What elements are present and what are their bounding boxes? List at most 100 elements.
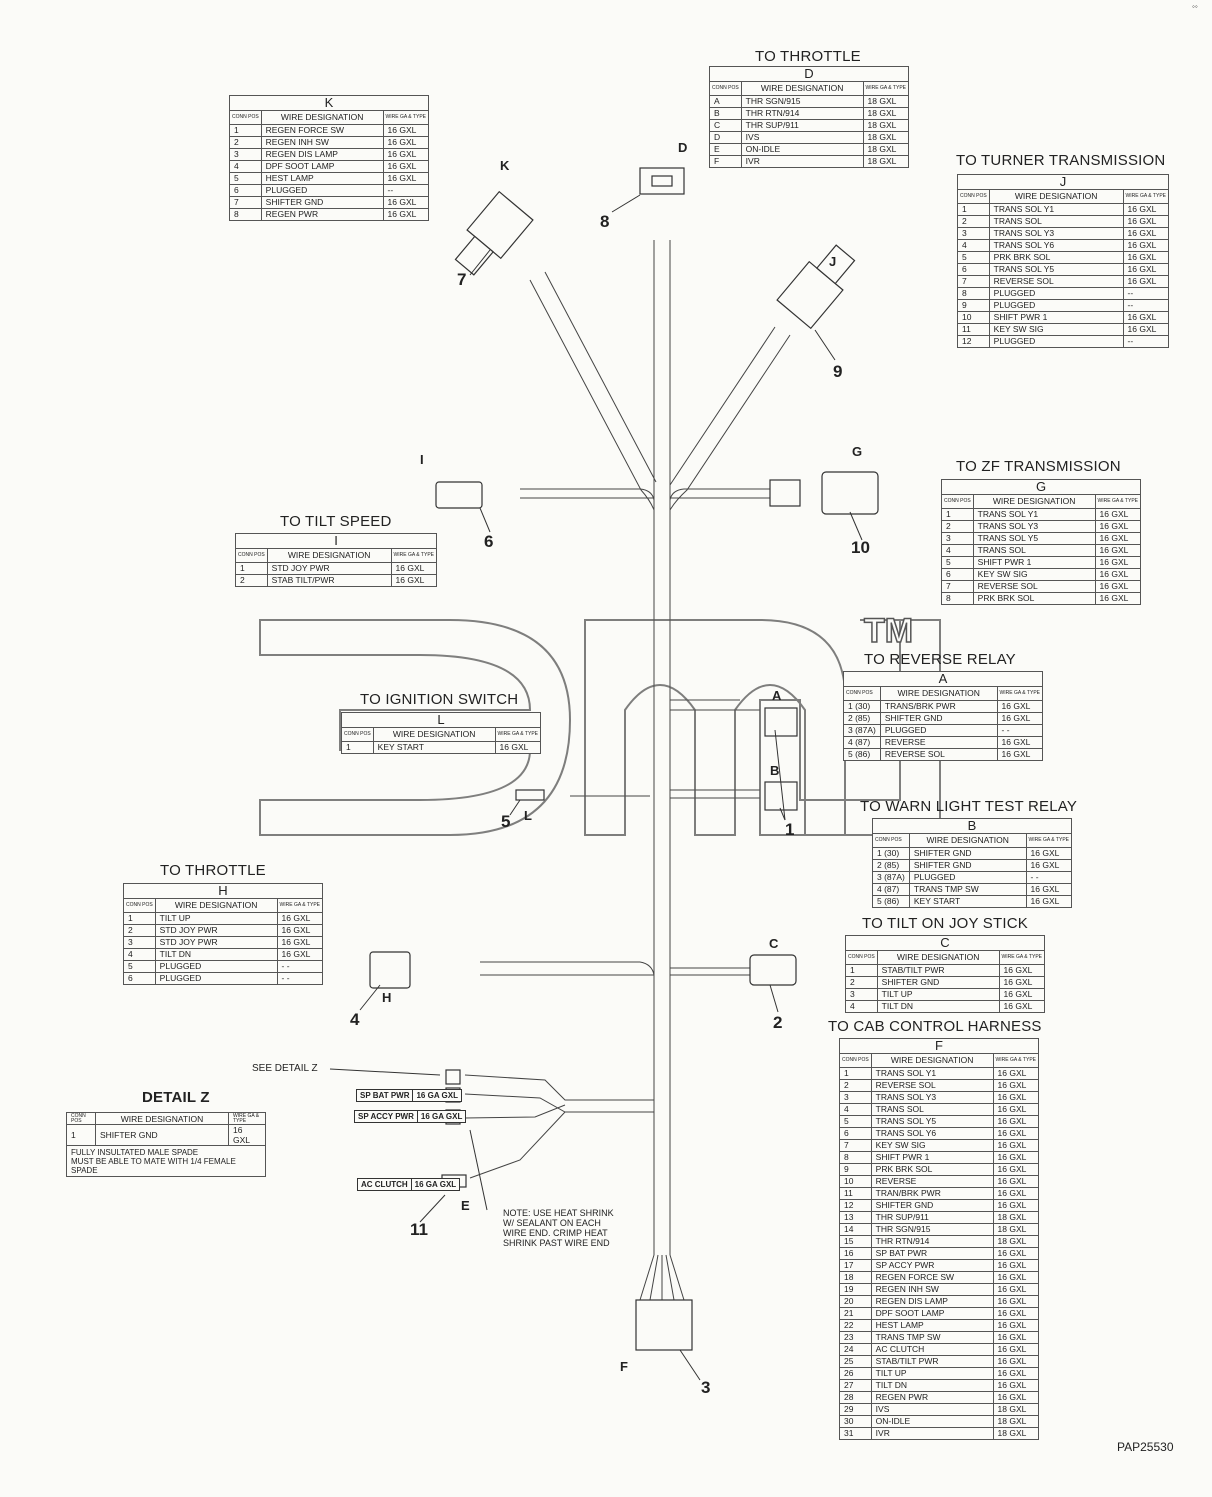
cell-pos: 4 xyxy=(941,544,974,557)
cell-wire: TRANS SOL xyxy=(972,544,1096,557)
cell-wire: ON-IDLE xyxy=(870,1415,994,1428)
cell-wire: SHIFTER GND xyxy=(260,196,384,209)
cell-pos: 8 xyxy=(839,1151,872,1164)
cell-wire: PLUGGED xyxy=(879,724,998,737)
cell-ga: 16 GXL xyxy=(992,1343,1040,1356)
cell-pos: 24 xyxy=(839,1343,872,1356)
conn-letter-b: B xyxy=(770,763,780,778)
table-letter: I xyxy=(235,533,437,549)
cell-wire: STAB/TILT PWR xyxy=(876,964,1000,977)
cell-wire: THR RTN/914 xyxy=(870,1235,994,1248)
cell-ga: - - xyxy=(1025,871,1073,884)
cell-pos: 6 xyxy=(957,263,990,276)
header-wire-designation: WIRE DESIGNATION xyxy=(972,494,1096,509)
connector-f xyxy=(635,1299,693,1351)
cell-pos: 23 xyxy=(839,1331,872,1344)
cell-pos: 3 xyxy=(941,532,974,545)
cell-pos: 1 xyxy=(941,508,974,521)
cell-ga: 16 GXL xyxy=(1122,215,1170,228)
cell-pos: 3 xyxy=(839,1091,872,1104)
cell-ga: 16 GXL xyxy=(1094,580,1142,593)
cell-ga: 16 GXL xyxy=(1122,203,1170,216)
cell-pos: 7 xyxy=(839,1139,872,1152)
callout-8: 8 xyxy=(600,212,610,231)
cell-ga: 16 GXL xyxy=(276,948,324,961)
table-title-j: TO TURNER TRANSMISSION xyxy=(956,152,1166,169)
cell-pos: B xyxy=(709,107,742,120)
cell-ga: 16 GXL xyxy=(992,1151,1040,1164)
cell-pos: 5 (86) xyxy=(872,895,910,908)
header-wire-ga: WIRE GA & TYPE xyxy=(992,1053,1040,1068)
cell-wire: SHIFT PWR 1 xyxy=(988,311,1124,324)
cell-ga: 16 GXL xyxy=(992,1091,1040,1104)
cell-ga: 16 GXL xyxy=(998,976,1046,989)
cell-pos: 1 xyxy=(235,562,268,575)
cell-pos: 2 xyxy=(957,215,990,228)
cell-wire: IVR xyxy=(870,1427,994,1440)
header-wire-ga: WIRE GA & TYPE xyxy=(996,686,1044,701)
cell-ga: - - xyxy=(996,724,1044,737)
cell-wire: REVERSE SOL xyxy=(988,275,1124,288)
header-wire-ga: WIRE GA & TYPE xyxy=(382,110,430,125)
cell-pos: 10 xyxy=(957,311,990,324)
table-letter: B xyxy=(872,818,1072,834)
cell-ga: 16 GXL xyxy=(276,936,324,949)
cell-ga: 16 GXL xyxy=(996,736,1044,749)
cell-wire: REVERSE SOL xyxy=(972,580,1096,593)
header-wire-ga: WIRE GA & TYPE xyxy=(276,898,324,913)
callout-1: 1 xyxy=(785,820,795,839)
cell-ga: - - xyxy=(276,960,324,973)
cell-pos: 11 xyxy=(957,323,990,336)
connector-g xyxy=(821,471,879,515)
cell-wire: REGEN INH SW xyxy=(870,1283,994,1296)
cell-pos: 10 xyxy=(839,1175,872,1188)
header-wire-ga: WIRE GA & TYPE xyxy=(862,81,910,96)
table-letter: A xyxy=(843,671,1043,687)
header-wire-designation: WIRE DESIGNATION xyxy=(154,898,278,913)
cell-pos: 3 xyxy=(123,936,156,949)
header-conn-pos: CONN POS xyxy=(843,686,881,701)
cell-ga: 16 GXL xyxy=(992,1283,1040,1296)
header-wire-designation: WIRE DESIGNATION xyxy=(876,950,1000,965)
cell-ga: 16 GXL xyxy=(992,1067,1040,1080)
cell-ga: 16 GXL xyxy=(382,124,430,137)
cell-wire: TRANS SOL Y3 xyxy=(988,227,1124,240)
cell-ga: 16 GXL xyxy=(1094,508,1142,521)
header-wire-designation: WIRE DESIGNATION xyxy=(266,548,392,563)
cell-ga: 16 GXL xyxy=(382,136,430,149)
cell-ga: 16 GXL xyxy=(1025,847,1073,860)
cell-ga: 16 GXL xyxy=(992,1103,1040,1116)
cell-pos: 7 xyxy=(957,275,990,288)
cell-wire: TRANS SOL Y5 xyxy=(988,263,1124,276)
cell-wire: IVS xyxy=(870,1403,994,1416)
cell-ga: 18 GXL xyxy=(992,1223,1040,1236)
cell-wire: STAB/TILT PWR xyxy=(870,1355,994,1368)
header-wire-ga: WIRE GA & TYPE xyxy=(494,727,542,742)
cell-pos: 4 xyxy=(839,1103,872,1116)
cell-pos: 12 xyxy=(957,335,990,348)
header-wire-ga: WIRE GA & TYPE xyxy=(1025,833,1073,848)
cell-pos: 26 xyxy=(839,1367,872,1380)
cell-pos: 18 xyxy=(839,1271,872,1284)
cell-ga: 16 GXL xyxy=(276,924,324,937)
